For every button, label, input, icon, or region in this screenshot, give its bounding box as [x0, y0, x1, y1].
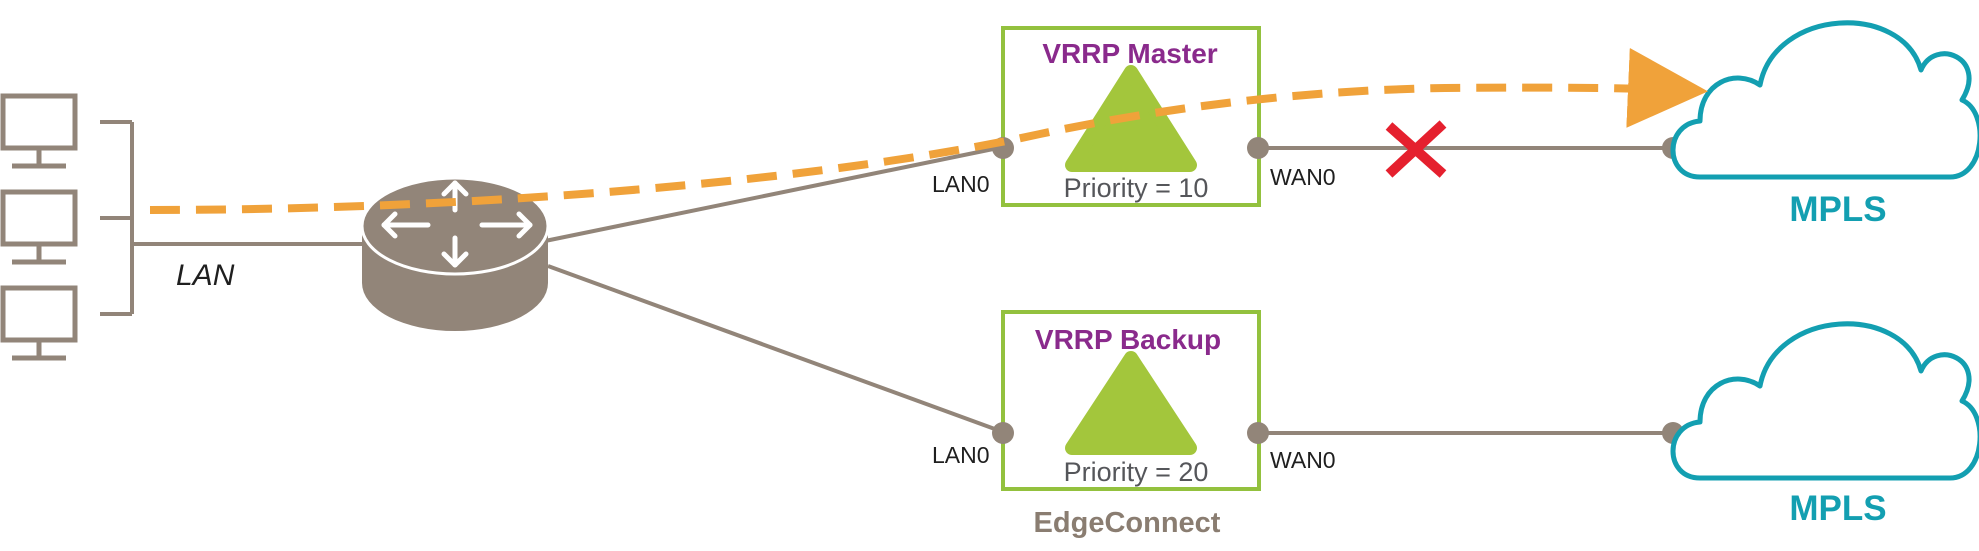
cloud-icon — [1670, 20, 1979, 180]
edgeconnect-label: EdgeConnect — [1034, 507, 1221, 539]
lan-bus — [100, 120, 134, 316]
master-priority: Priority = 10 — [1064, 173, 1209, 203]
cloud-top-label: MPLS — [1789, 190, 1886, 229]
triangle-icon — [1065, 351, 1197, 455]
backup-wan-port-label: WAN0 — [1270, 447, 1336, 473]
master-wan-port-label: WAN0 — [1270, 164, 1336, 190]
vrrp-backup-box — [1001, 310, 1261, 491]
backup-title: VRRP Backup — [1035, 324, 1221, 355]
router-backup-link — [547, 264, 1004, 434]
router-master-link — [544, 145, 1004, 243]
link-failure-x-icon — [1385, 120, 1447, 178]
lan-label: LAN — [176, 259, 235, 292]
master-lan-port-label: LAN0 — [932, 171, 990, 197]
cloud-icon — [1670, 321, 1979, 481]
traffic-flow-arrow — [149, 47, 1708, 214]
lan-hosts — [0, 93, 78, 361]
cloud-bottom-label: MPLS — [1789, 489, 1886, 528]
master-wan-port — [1247, 137, 1269, 159]
monitor-icon — [0, 189, 78, 265]
backup-priority: Priority = 20 — [1064, 457, 1209, 487]
monitor-icon — [0, 93, 78, 169]
backup-lan-port-label: LAN0 — [932, 442, 990, 468]
backup-wan-port — [1247, 422, 1269, 444]
monitor-icon — [0, 285, 78, 361]
master-title: VRRP Master — [1042, 38, 1217, 69]
backup-lan-port — [992, 422, 1014, 444]
